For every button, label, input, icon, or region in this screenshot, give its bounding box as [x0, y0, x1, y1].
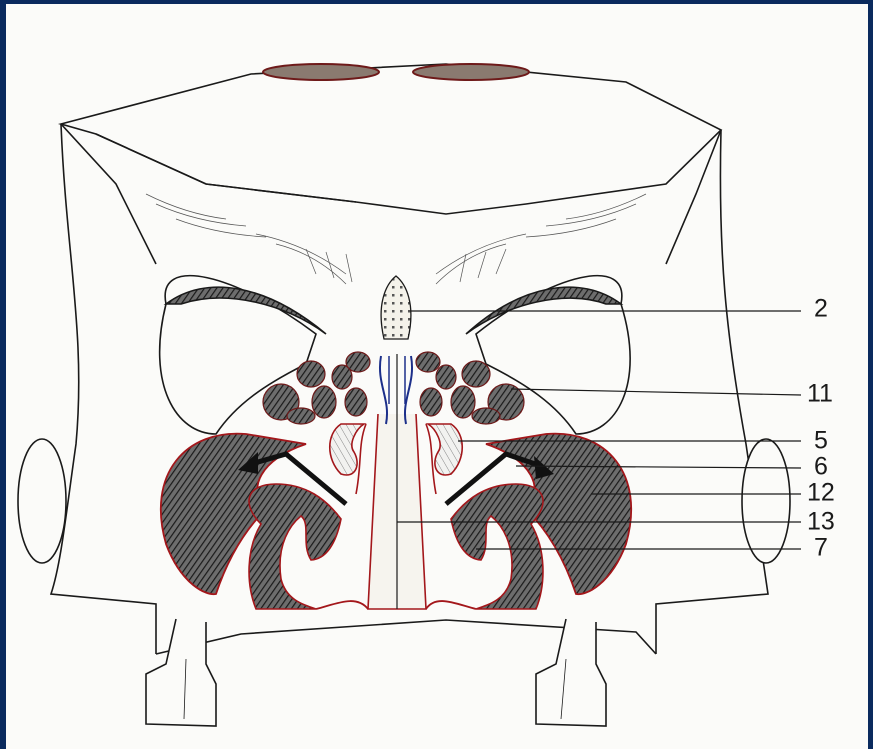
label-6: 6 [814, 455, 828, 480]
outer-skull-outline [18, 64, 790, 726]
label-5: 5 [814, 429, 828, 454]
label-11: 11 [807, 382, 833, 407]
label-7: 7 [814, 536, 828, 561]
crista-galli [381, 276, 411, 339]
label-13: 13 [807, 510, 835, 535]
figure-frame: 2 11 5 6 12 13 7 [6, 4, 868, 749]
label-2: 2 [814, 297, 828, 322]
skull-cross-section-drawing [6, 4, 868, 749]
label-12: 12 [807, 481, 835, 506]
